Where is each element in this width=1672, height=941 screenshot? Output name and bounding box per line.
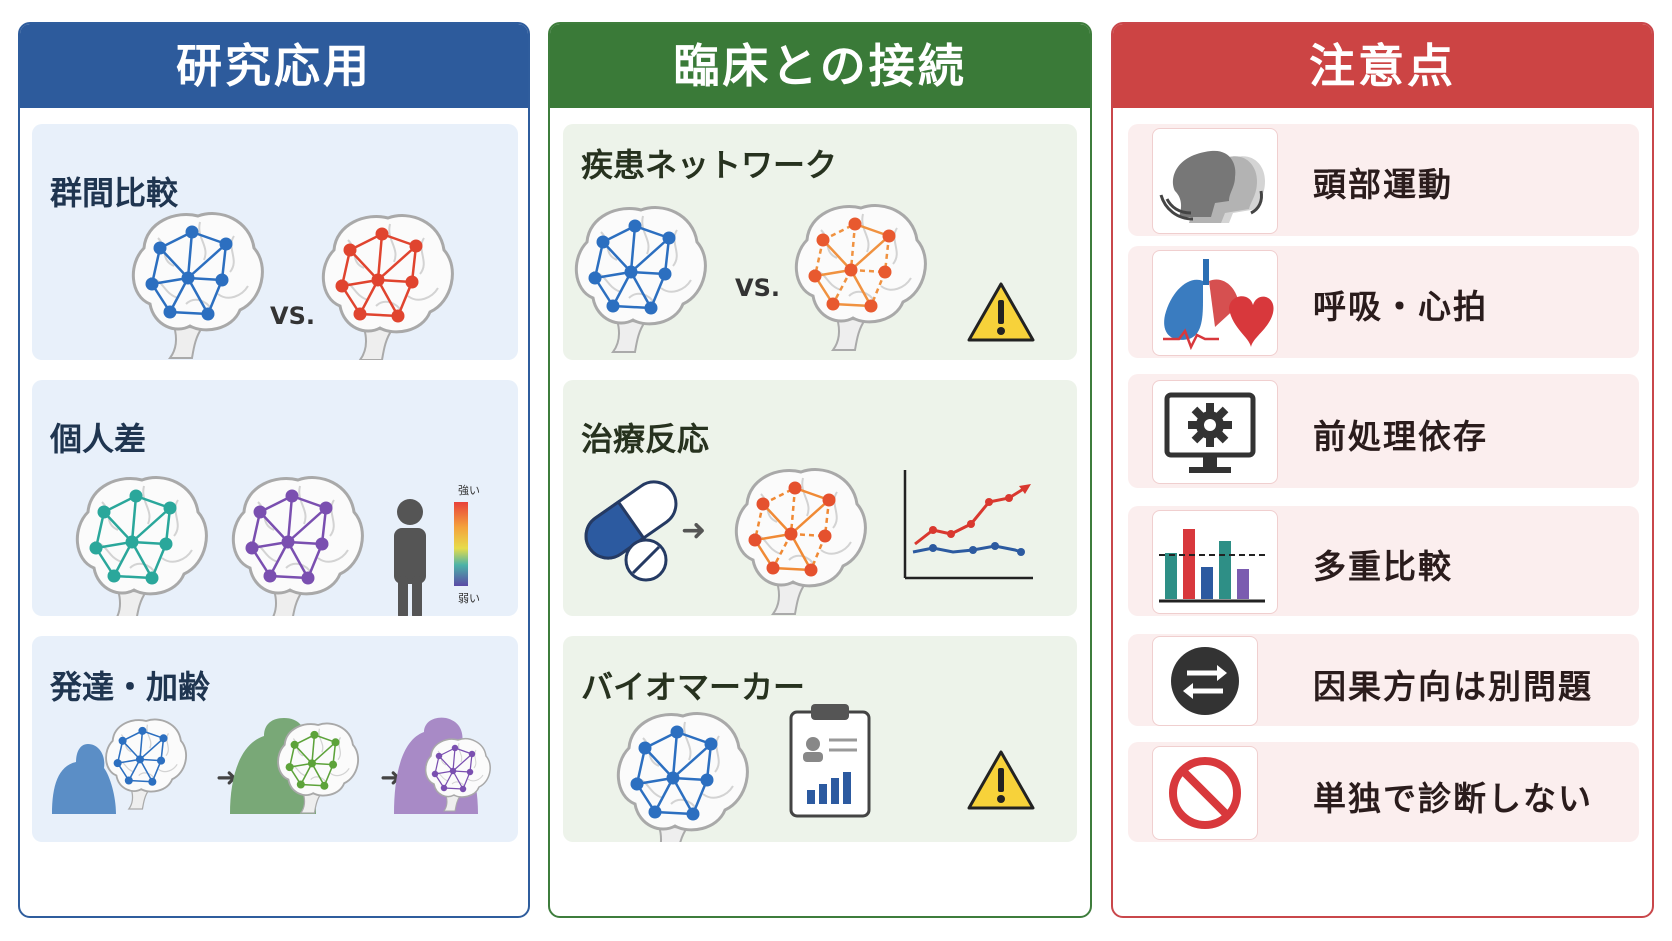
caution-item-causal-direction: 因果方向は別問題 (1128, 634, 1639, 726)
caution-label-no-standalone-diagnosis: 単独で診断しない (1313, 779, 1593, 818)
caution-label-respiration-heartbeat: 呼吸・心拍 (1313, 287, 1488, 326)
individual-difference-illustration: 強い 弱い (75, 476, 480, 616)
pill-capsule-icon (584, 480, 678, 560)
warning-icon (967, 282, 1035, 342)
treatment-response-illustration: ➜ (584, 468, 1033, 615)
vs-label-clinical: VS. (735, 274, 780, 302)
bar-chart-icon (1152, 510, 1278, 614)
clipboard-report-icon (789, 704, 871, 818)
development-aging-illustration: ➜ ➜ (52, 717, 491, 814)
caution-item-preprocessing: 前処理依存 (1128, 374, 1639, 488)
group-comparison-card: 群間比較 VS. (32, 124, 518, 360)
caution-item-head-motion: 頭部運動 (1128, 124, 1639, 236)
caution-item-respiration-heartbeat: 呼吸・心拍 (1128, 246, 1639, 358)
caution-panel-title: 注意点 (1113, 24, 1652, 108)
clinical-panel-title: 臨床との接続 (550, 24, 1090, 108)
brain-network-icon (321, 214, 454, 360)
group-comparison-title: 群間比較 (50, 174, 179, 212)
individual-difference-card: 個人差 強い 弱い (32, 380, 518, 616)
vs-label: VS. (270, 302, 315, 330)
disease-network-title: 疾患ネットワーク (581, 146, 838, 184)
treatment-response-title: 治療反応 (581, 420, 710, 458)
clinical-panel: 臨床との接続 疾患ネットワーク VS. 治療反応 ➜ (548, 22, 1092, 918)
brain-network-icon (131, 212, 264, 359)
individual-difference-title: 個人差 (50, 420, 147, 458)
line-chart-icon (903, 470, 1033, 580)
disease-network-card: 疾患ネットワーク VS. (563, 124, 1077, 360)
monitor-gear-icon (1152, 380, 1278, 484)
treatment-response-card: 治療反応 ➜ (563, 380, 1077, 616)
swap-arrows-icon (1152, 636, 1258, 726)
brain-network-icon (734, 468, 867, 615)
development-aging-card: 発達・加齢 ➜ ➜ (32, 636, 518, 842)
brain-network-icon (794, 204, 927, 351)
head-motion-icon (1152, 128, 1278, 234)
brain-network-icon (231, 476, 364, 616)
brain-network-icon (277, 722, 360, 814)
brain-network-icon (616, 712, 749, 842)
person-icon (394, 499, 426, 616)
lungs-heart-icon (1152, 250, 1278, 356)
pill-tablet-icon (624, 538, 668, 582)
brain-network-icon (105, 718, 188, 810)
brain-network-icon (75, 476, 208, 616)
disease-network-illustration: VS. (574, 204, 1035, 353)
caution-item-no-standalone-diagnosis: 単独で診断しない (1128, 742, 1639, 842)
scale-low-label: 弱い (458, 592, 480, 605)
caution-label-causal-direction: 因果方向は別問題 (1313, 667, 1593, 706)
caution-item-multiple-comparison: 多重比較 (1128, 506, 1639, 616)
caution-label-multiple-comparison: 多重比較 (1313, 547, 1453, 586)
research-panel: 研究応用 群間比較 VS. 個人差 (18, 22, 530, 918)
biomarker-title: バイオマーカー (581, 668, 806, 706)
group-comparison-illustration: VS. (131, 212, 454, 360)
arrow-icon: ➜ (681, 513, 706, 548)
biomarker-illustration (616, 704, 1035, 842)
development-aging-title: 発達・加齢 (50, 668, 211, 706)
scale-high-label: 強い (458, 484, 480, 497)
caution-label-preprocessing: 前処理依存 (1313, 417, 1488, 456)
caution-panel: 注意点 頭部運動 呼吸・心拍 (1111, 22, 1654, 918)
brain-network-icon (574, 206, 707, 353)
strength-scale-bar (454, 502, 468, 586)
research-panel-title: 研究応用 (20, 24, 528, 108)
brain-network-icon (425, 738, 491, 812)
biomarker-card: バイオマーカー (563, 636, 1077, 842)
prohibited-icon (1152, 746, 1258, 840)
caution-label-head-motion: 頭部運動 (1313, 165, 1453, 204)
child-head-icon (52, 744, 116, 814)
warning-icon-biomarker (967, 750, 1035, 810)
